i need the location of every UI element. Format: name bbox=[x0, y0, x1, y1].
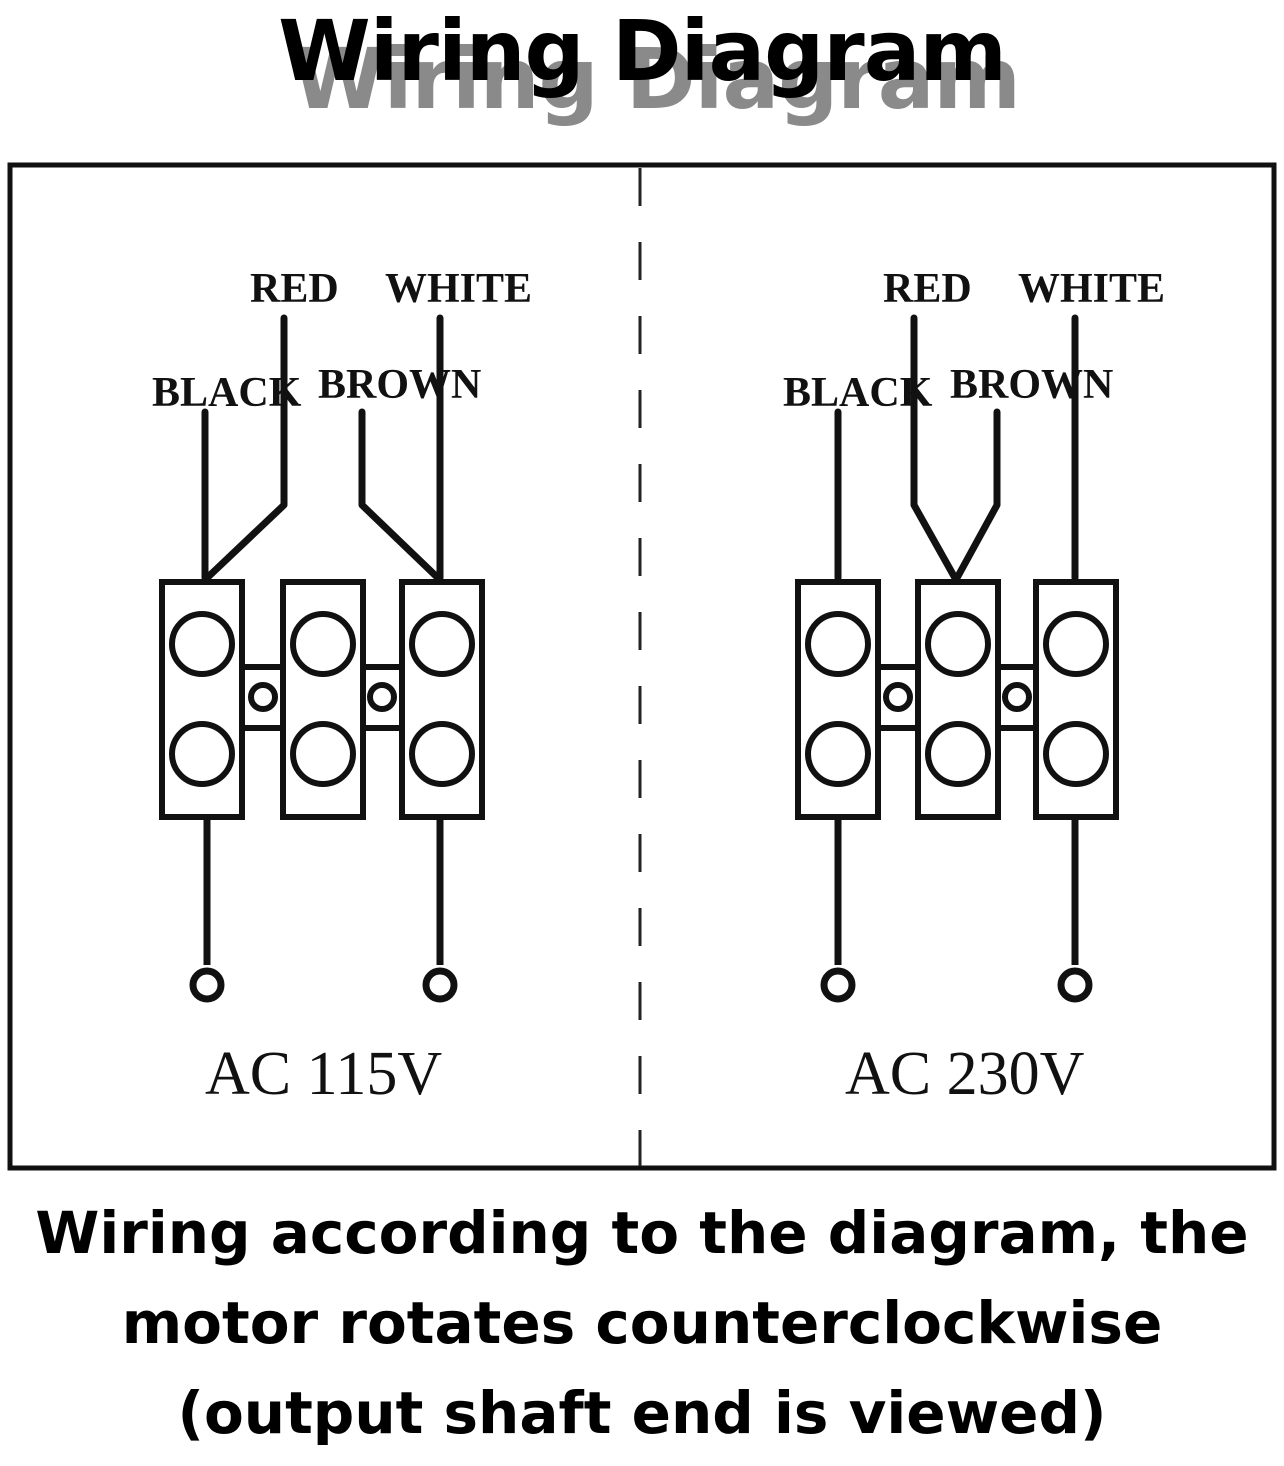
screw bbox=[169, 721, 235, 787]
terminal-block bbox=[159, 579, 485, 820]
wire-brown bbox=[953, 408, 1001, 582]
output-leads bbox=[189, 817, 458, 1003]
screw bbox=[925, 721, 991, 787]
link-screw bbox=[1002, 682, 1032, 712]
page-title: Wiring Diagram bbox=[278, 2, 1007, 100]
terminal-post bbox=[1057, 967, 1093, 1003]
output-leads bbox=[820, 817, 1093, 1003]
screw bbox=[290, 721, 356, 787]
wire-red bbox=[910, 314, 959, 582]
link-screw bbox=[367, 682, 397, 712]
terminal-post bbox=[422, 967, 458, 1003]
screw bbox=[409, 721, 475, 787]
voltage-label: AC 115V bbox=[205, 1040, 442, 1108]
label-white: WHITE bbox=[385, 266, 532, 312]
screw bbox=[290, 611, 356, 677]
caption-line-2: motor rotates counterclockwise bbox=[121, 1289, 1163, 1357]
screw bbox=[925, 611, 991, 677]
label-brown: BROWN bbox=[318, 362, 481, 408]
wire-brown bbox=[358, 408, 442, 582]
title-block: Wiring Diagram Wiring Diagram bbox=[0, 0, 1284, 150]
screw bbox=[169, 611, 235, 677]
screw bbox=[409, 611, 475, 677]
link-screw bbox=[883, 682, 913, 712]
screw bbox=[1043, 611, 1109, 677]
voltage-label: AC 230V bbox=[845, 1040, 1085, 1108]
screw bbox=[1043, 721, 1109, 787]
terminal-block bbox=[795, 579, 1119, 820]
label-red: RED bbox=[250, 266, 339, 312]
panel-230v: RED WHITE BLACK BROWN bbox=[783, 266, 1165, 1108]
terminal-post bbox=[820, 967, 856, 1003]
screw bbox=[805, 721, 871, 787]
diagram-frame bbox=[7, 162, 1277, 1171]
link-screw bbox=[248, 682, 278, 712]
label-black: BLACK bbox=[152, 370, 302, 416]
wires bbox=[834, 314, 1079, 582]
label-brown: BROWN bbox=[950, 362, 1113, 408]
label-black: BLACK bbox=[783, 370, 933, 416]
label-white: WHITE bbox=[1018, 266, 1165, 312]
caption: Wiring according to the diagram, the mot… bbox=[0, 1188, 1284, 1458]
wire-red bbox=[203, 314, 288, 582]
wiring-diagram: RED WHITE BLACK BROWN bbox=[7, 162, 1277, 1171]
caption-line-1: Wiring according to the diagram, the bbox=[35, 1199, 1249, 1267]
label-red: RED bbox=[883, 266, 972, 312]
terminal-post bbox=[189, 967, 225, 1003]
caption-line-3: (output shaft end is viewed) bbox=[177, 1379, 1107, 1447]
title-shadow: Wiring Diagram bbox=[292, 30, 1021, 128]
wires bbox=[201, 314, 444, 582]
panel-115v: RED WHITE BLACK BROWN bbox=[152, 266, 532, 1108]
screw bbox=[805, 611, 871, 677]
